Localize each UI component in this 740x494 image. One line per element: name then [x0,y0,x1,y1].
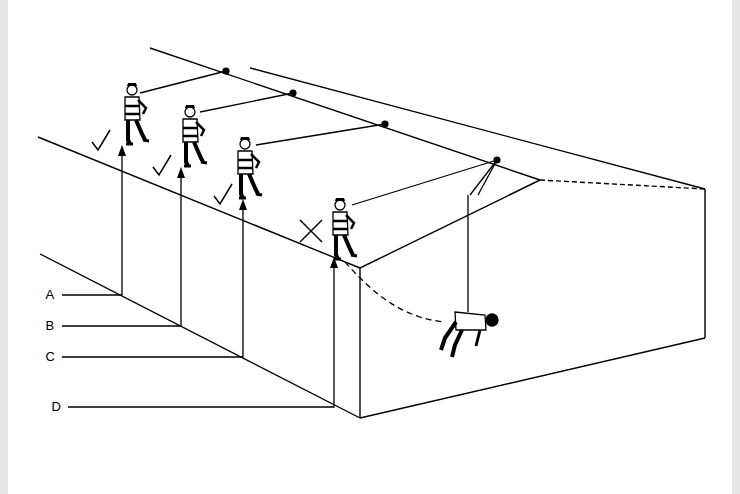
fallen-worker [441,312,498,357]
anchor-points [223,68,500,163]
canvas [8,0,732,494]
callout-letter: D [52,400,61,414]
worker-figures [125,83,357,259]
callout-letter: C [46,350,55,364]
callout-letter: B [46,319,55,333]
lanyards [140,71,497,322]
callout-letter: A [46,288,55,302]
check-marks [92,130,232,204]
cross-mark [300,220,322,242]
leader-arrowheads [118,145,338,268]
building-outline [38,48,705,418]
leader-lines [62,150,334,407]
